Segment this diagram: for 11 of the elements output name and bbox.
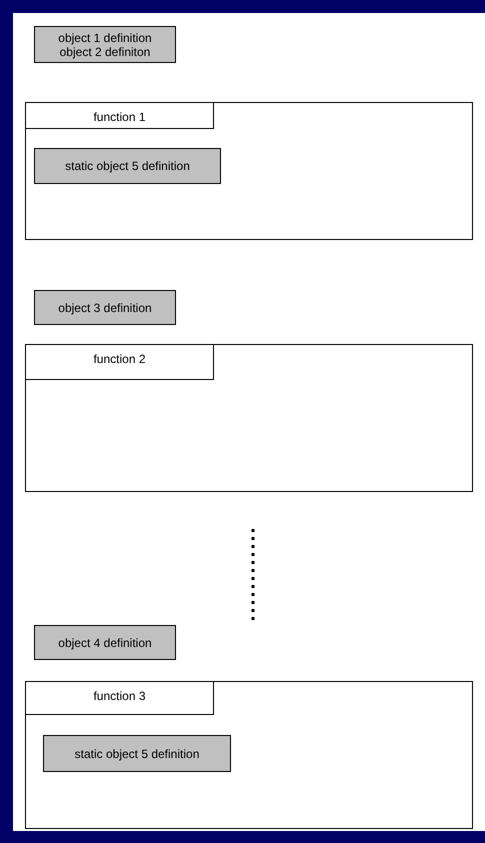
definition-box: object 4 definition (34, 625, 176, 660)
function-tab: function 1 (25, 102, 214, 129)
function-box (25, 681, 473, 829)
definition-box: object 1 definition object 2 definiton (34, 26, 176, 63)
function-tab: function 3 (25, 681, 214, 715)
definition-box: static object 5 definition (34, 148, 221, 184)
function-box (25, 102, 473, 240)
definition-box: static object 5 definition (43, 735, 231, 772)
definition-box: object 3 definition (34, 290, 176, 325)
function-box (25, 344, 473, 492)
function-tab: function 2 (25, 344, 214, 380)
